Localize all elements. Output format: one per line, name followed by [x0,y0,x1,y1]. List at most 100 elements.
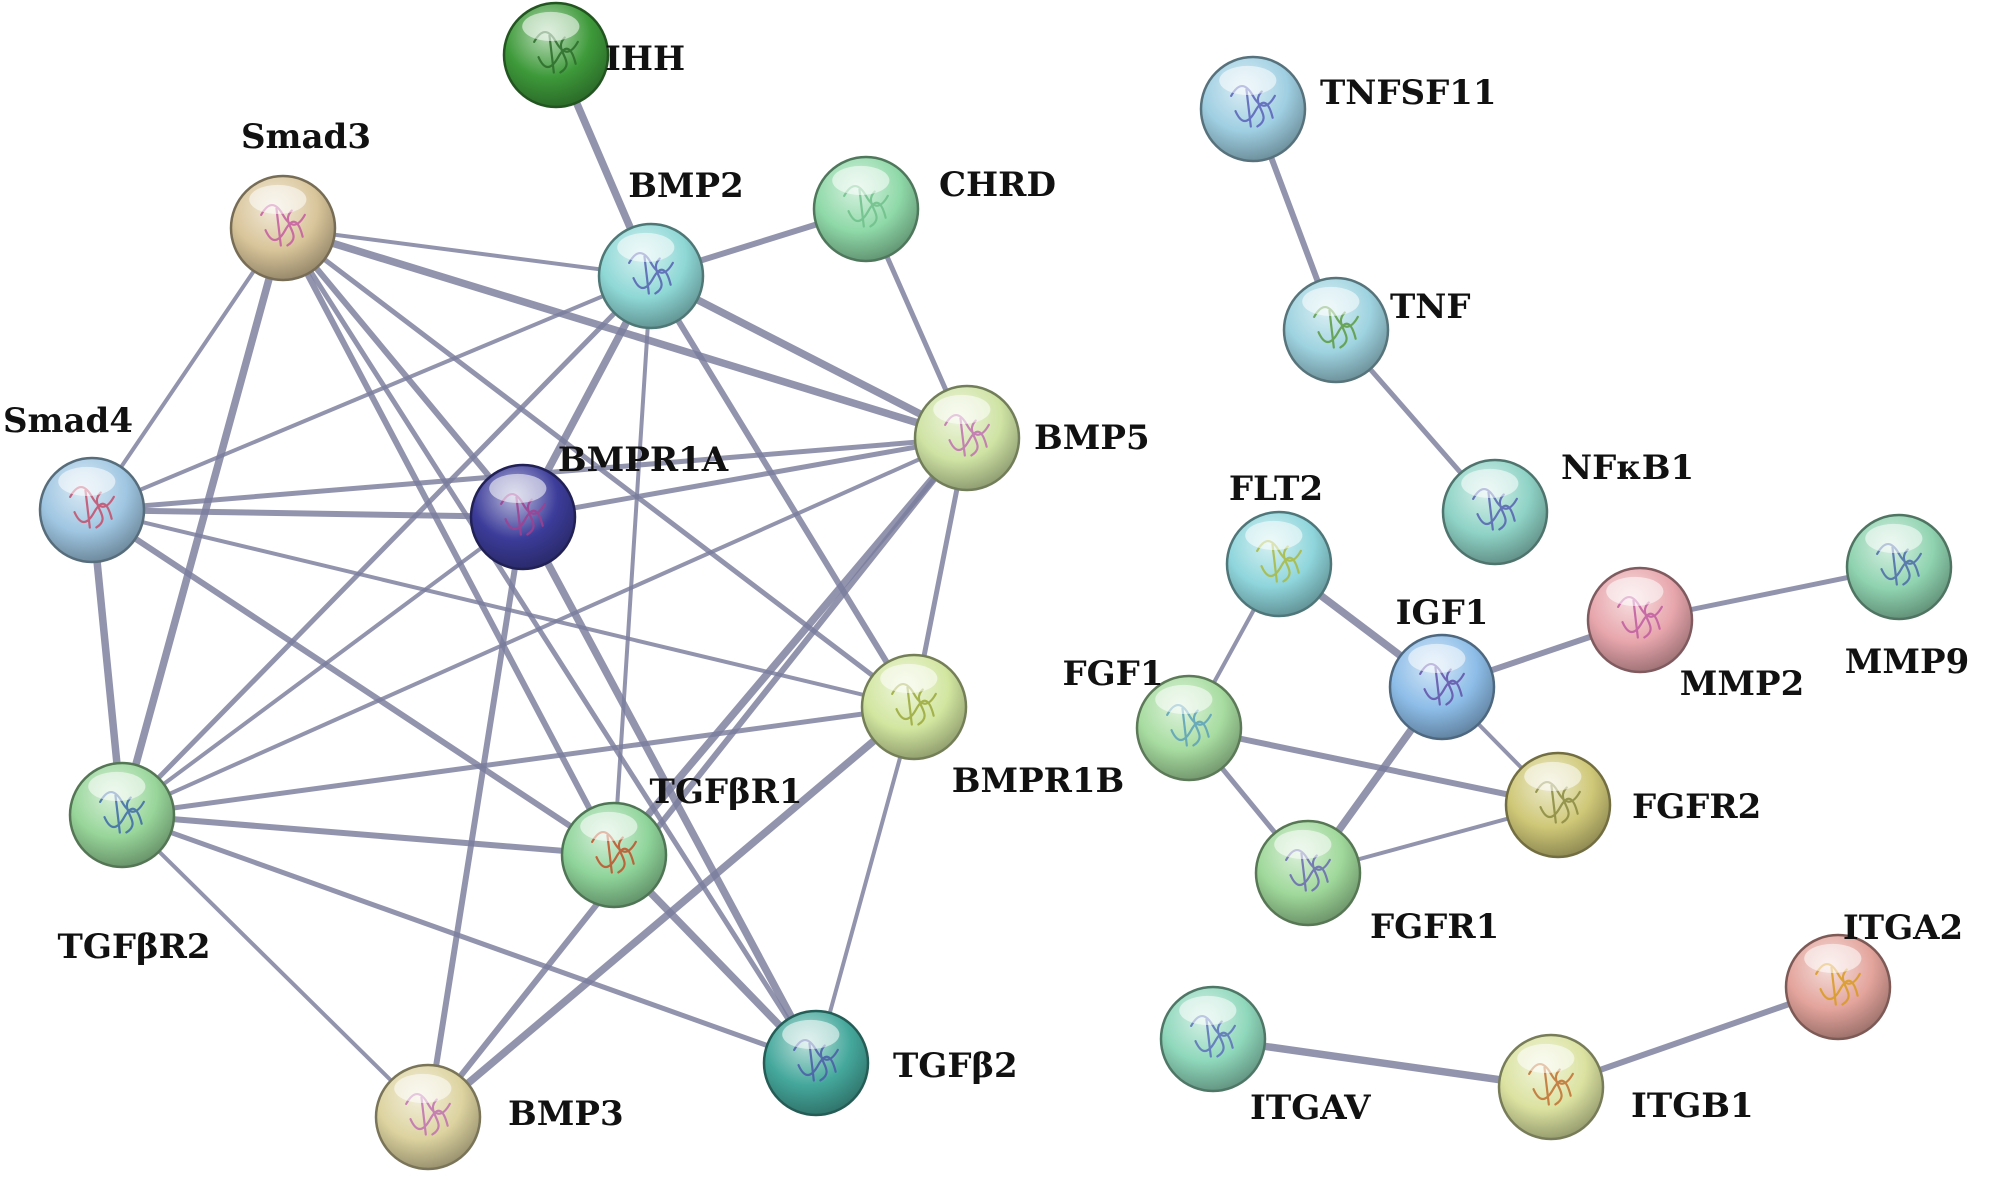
node-highlight [1155,684,1213,714]
node-chrd[interactable] [812,155,920,263]
node-fgfr2[interactable] [1504,751,1612,859]
node-highlight [1245,520,1303,550]
node-nfkb1[interactable] [1441,458,1549,566]
protein-structure-icon [405,1092,451,1136]
node-label-igf1: IGF1 [1396,593,1489,633]
edge-tgfbr2-tgfb2 [119,812,819,1066]
node-label-nfkb1: NFκB1 [1561,448,1694,488]
node-itga2[interactable] [1784,933,1892,1041]
node-highlight [1865,523,1923,553]
protein-structure-icon [1419,662,1465,706]
node-bmpr1a[interactable] [469,463,577,571]
node-label-tnfsf11: TNFSF11 [1320,73,1497,113]
edge-itgav-itgb1 [1209,1035,1555,1091]
node-label-bmp2: BMP2 [628,166,744,206]
node-highlight [1524,761,1582,791]
edge-bmp5-bmp3 [425,435,970,1120]
node-highlight [1274,829,1332,859]
node-tnf[interactable] [1282,276,1390,384]
node-label-itga2: ITGA2 [1843,908,1963,948]
node-itgav[interactable] [1159,985,1267,1093]
edge-fgf1-fgfr2 [1186,725,1561,808]
node-highlight [1179,995,1237,1025]
node-tgfb2[interactable] [762,1009,870,1117]
node-label-fgfr1: FGFR1 [1370,907,1499,947]
node-label-fgf1: FGF1 [1063,654,1164,694]
edge-smad4-tgfbr1 [89,507,617,858]
node-bmpr1b[interactable] [860,653,968,761]
node-fgf1[interactable] [1135,674,1243,782]
protein-structure-icon [944,413,990,457]
node-highlight [88,771,146,801]
edge-tgfbr2-tgfbr1 [119,812,617,858]
node-itgb1[interactable] [1497,1033,1605,1141]
edge-bmpr1a-tgfbr2 [120,515,525,817]
node-label-bmp3: BMP3 [508,1094,624,1134]
node-highlight [58,466,116,496]
node-highlight [580,811,638,841]
protein-structure-icon [1617,595,1663,639]
node-highlight [832,165,890,195]
node-tnfsf11[interactable] [1199,55,1307,163]
node-label-mmp2: MMP2 [1680,664,1805,704]
protein-structure-icon [628,251,674,295]
node-tgfbr2[interactable] [68,761,176,869]
edge-smad3-smad4 [90,226,285,512]
edge-smad3-bmpr1a [280,225,526,520]
protein-structure-icon [1535,780,1581,824]
protein-structure-icon [1166,703,1212,747]
node-bmp2[interactable] [597,222,705,330]
node-mmp2[interactable] [1586,566,1694,674]
edge-smad4-bmpr1a [89,507,526,520]
protein-structure-icon [591,830,637,874]
edge-smad3-bmp2 [281,226,653,278]
node-highlight [489,473,547,503]
protein-structure-icon [793,1038,839,1082]
edge-bmpr1a-bmp5 [520,435,970,520]
node-highlight [394,1073,452,1103]
edge-bmp2-bmpr1b [648,273,917,710]
node-highlight [1302,286,1360,316]
protein-structure-icon [1313,305,1359,349]
edge-bmp2-bmp5 [647,272,971,442]
node-label-smad4: Smad4 [3,401,133,441]
node-label-fgfr2: FGFR2 [1632,787,1761,827]
protein-structure-icon [1285,848,1331,892]
edge-bmp2-smad4 [90,274,653,512]
node-bmp3[interactable] [374,1063,482,1171]
node-label-smad3: Smad3 [241,117,371,157]
protein-structure-icon [1528,1062,1574,1106]
edge-smad3-tgfbr2 [118,224,287,819]
node-label-tgfbr2: TGFβR2 [58,927,211,967]
node-highlight [249,184,307,214]
node-label-tnf: TNF [1390,287,1471,327]
edge-smad3-tgfb2 [280,225,819,1066]
node-label-bmpr1a: BMPR1A [558,440,729,480]
node-tgfbr1[interactable] [560,801,668,909]
node-highlight [933,394,991,424]
protein-structure-icon [500,492,546,536]
node-highlight [1461,468,1519,498]
node-smad4[interactable] [38,456,146,564]
node-label-bmpr1b: BMPR1B [952,761,1125,801]
protein-structure-icon [69,485,115,529]
node-fgfr1[interactable] [1254,819,1362,927]
protein-structure-icon [1190,1014,1236,1058]
node-ihh[interactable] [502,1,610,109]
node-igf1[interactable] [1388,633,1496,741]
node-label-itgav: ITGAV [1250,1088,1371,1128]
edge-bmp2-tgfbr1 [612,274,653,857]
node-smad3[interactable] [229,174,337,282]
node-mmp9[interactable] [1845,513,1953,621]
node-bmp5[interactable] [913,384,1021,492]
node-label-flt2: FLT2 [1229,469,1323,509]
node-label-ihh: IHH [605,39,685,79]
edge-bmpr1a-bmp3 [425,514,526,1120]
node-flt2[interactable] [1225,510,1333,618]
protein-structure-icon [99,790,145,834]
edge-bmp5-tgfbr2 [120,436,969,817]
protein-structure-icon [843,184,889,228]
protein-structure-icon [1230,84,1276,128]
